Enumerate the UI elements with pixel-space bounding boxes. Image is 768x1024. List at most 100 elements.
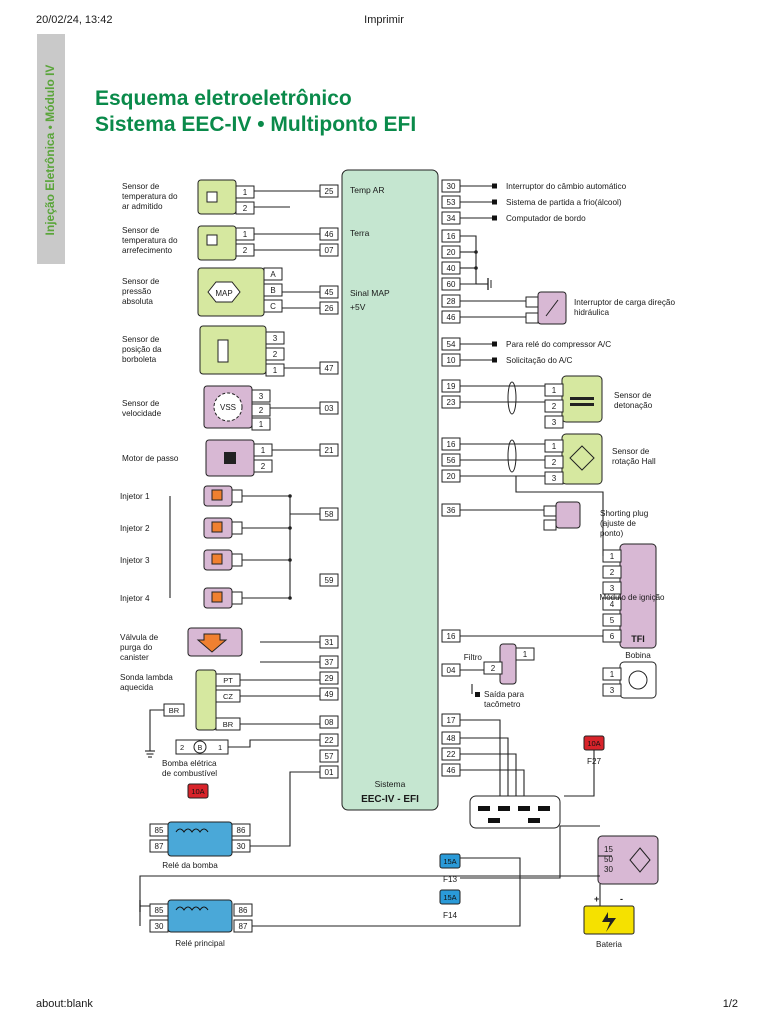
lambda-pin: BR xyxy=(169,706,180,715)
terminal-icon xyxy=(492,215,497,221)
ignition-pin xyxy=(602,613,622,627)
canister-label: Válvula de xyxy=(120,633,159,642)
connector-pin-icon xyxy=(498,806,510,811)
title-line-2: Sistema EEC-IV • Multiponto EFI xyxy=(95,113,417,136)
wire xyxy=(460,753,517,796)
wire xyxy=(250,771,320,847)
ignition-module xyxy=(619,543,657,649)
ignition-pin xyxy=(602,597,622,611)
pin-number: 1 xyxy=(552,442,557,451)
print-datetime: 20/02/24, 13:42 xyxy=(36,14,113,26)
pin-number: 20 xyxy=(447,248,456,257)
pin-number: B xyxy=(270,286,275,295)
pin-number: 53 xyxy=(447,198,456,207)
hall-sensor-icon xyxy=(569,445,595,471)
pin-number: 22 xyxy=(325,736,334,745)
motor-icon xyxy=(224,452,236,464)
pin-box xyxy=(231,553,243,567)
pin-number: 1 xyxy=(259,420,264,429)
pin-number: 40 xyxy=(447,264,456,273)
map-sensor-label: pressão xyxy=(122,287,152,296)
pin-number: 1 xyxy=(610,670,615,679)
lambda-sensor xyxy=(195,669,217,731)
vss-pin xyxy=(251,417,271,431)
connector-pin-icon xyxy=(488,818,500,823)
sensor-pin xyxy=(544,383,564,397)
pin-number: 1 xyxy=(261,446,266,455)
pin-number: 86 xyxy=(239,906,248,915)
title-line-1: Esquema eletroeletrônico xyxy=(95,87,352,110)
injector-icon xyxy=(211,489,223,501)
map-icon-label: MAP xyxy=(215,289,232,298)
coolant-temp-label: Sensor de xyxy=(122,226,160,235)
sensor-pin xyxy=(544,399,564,413)
cold-start-label: Sistema de partida a frio(álcool) xyxy=(506,198,622,207)
pin-number: 87 xyxy=(239,922,248,931)
shield-icon xyxy=(507,381,517,415)
power-steering-label: hidráulica xyxy=(574,308,609,317)
knock-sensor-label: detonação xyxy=(614,401,653,410)
terminal-icon xyxy=(475,692,480,697)
switch-icon xyxy=(545,299,559,317)
thermistor-icon xyxy=(206,191,218,203)
vss-pin xyxy=(251,389,271,403)
fuel-pump-icon xyxy=(193,740,207,754)
pin-number: 30 xyxy=(237,842,246,851)
pin-number: 17 xyxy=(447,716,456,725)
terminal-icon xyxy=(492,341,497,347)
pin-number: C xyxy=(270,302,276,311)
tps-pin xyxy=(265,331,285,345)
tps-sensor xyxy=(199,325,267,375)
shorting-plug xyxy=(555,501,581,529)
coil-pin xyxy=(602,683,622,697)
motor-pin xyxy=(253,459,273,473)
battery-plus-icon: + xyxy=(594,894,599,904)
pin-number: 1 xyxy=(552,386,557,395)
pin-number: 45 xyxy=(325,288,334,297)
pin-number: 3 xyxy=(610,584,615,593)
main-relay-label: Relé principal xyxy=(175,939,225,948)
pin-box xyxy=(525,312,539,324)
pin-number: 3 xyxy=(552,418,557,427)
relay-coil-icon xyxy=(175,906,209,911)
pin-number: 2 xyxy=(259,406,264,415)
pump-relay xyxy=(167,821,233,857)
print-url: about:blank xyxy=(36,998,93,1010)
vss-label: velocidade xyxy=(122,409,162,418)
pin-number: 48 xyxy=(447,734,456,743)
pin-number: 5 xyxy=(610,616,615,625)
injector-icon xyxy=(211,521,223,533)
pin-number: 30 xyxy=(155,922,164,931)
ecu-inner-label: Terra xyxy=(350,228,370,238)
side-tab xyxy=(37,34,65,264)
pin-number: 30 xyxy=(447,182,456,191)
relay-pin xyxy=(231,823,251,837)
ecu-left-pin xyxy=(319,715,339,729)
fuse-rating: 10A xyxy=(191,787,204,796)
fuel-pump-label: de combustível xyxy=(162,769,217,778)
knock-sensor-label: Sensor de xyxy=(614,391,652,400)
canister-label: purga do xyxy=(120,643,153,652)
pin-number: 10 xyxy=(447,356,456,365)
wire xyxy=(460,825,600,879)
pin-number: 1 xyxy=(273,366,278,375)
tps-label: Sensor de xyxy=(122,335,160,344)
pin-number: 3 xyxy=(610,686,615,695)
pin-number: 59 xyxy=(325,576,334,585)
pin-number: 58 xyxy=(325,510,334,519)
hall-sensor-label: Sensor de xyxy=(612,447,650,456)
canister-label: canister xyxy=(120,653,149,662)
pin-number: 25 xyxy=(325,187,334,196)
battery-minus-icon: - xyxy=(620,894,623,904)
pin-number: 2 xyxy=(552,402,557,411)
ignition-switch-pin: 50 xyxy=(604,855,613,864)
pin-box xyxy=(231,591,243,605)
air-temp-label: temperatura do xyxy=(122,192,178,201)
relay-coil-icon xyxy=(175,828,209,833)
pin-number: 3 xyxy=(552,474,557,483)
pin-box xyxy=(543,519,557,531)
pin-box xyxy=(231,521,243,535)
injector-icon xyxy=(211,591,223,603)
pin-number: 20 xyxy=(447,472,456,481)
wire xyxy=(252,857,521,927)
